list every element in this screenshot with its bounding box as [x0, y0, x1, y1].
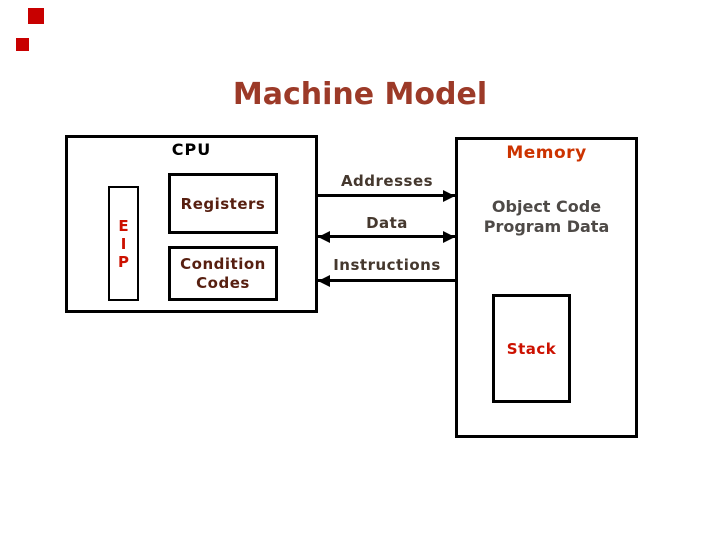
- decoration-square-top: [28, 8, 44, 24]
- addresses-bus-label: Addresses: [340, 172, 434, 190]
- instructions-arrowhead-left-icon: [318, 274, 330, 287]
- memory-content-line-1: Object Code: [491, 197, 602, 216]
- condition-codes-line-2: Codes: [196, 273, 250, 292]
- data-arrowhead-left-icon: [318, 230, 330, 243]
- condition-codes-line-1: Condition: [180, 254, 266, 273]
- eip-letter-p: P: [118, 252, 129, 271]
- slide-title: Machine Model: [232, 77, 488, 112]
- instructions-bus-label: Instructions: [333, 256, 441, 274]
- data-bus-line: [318, 235, 456, 238]
- eip-register-box: E I P: [108, 186, 139, 301]
- decoration-square-bottom: [16, 38, 29, 51]
- registers-box: Registers: [168, 173, 278, 234]
- data-arrowhead-right-icon: [443, 230, 455, 243]
- instructions-bus-line: [318, 279, 456, 282]
- registers-label: Registers: [180, 194, 266, 213]
- cpu-label: CPU: [171, 140, 212, 159]
- eip-letter-e: E: [118, 216, 129, 235]
- stack-box: Stack: [492, 294, 571, 403]
- data-bus-label: Data: [366, 214, 408, 232]
- memory-label: Memory: [506, 143, 587, 163]
- stack-label: Stack: [506, 339, 557, 358]
- addresses-arrowhead-right-icon: [443, 189, 455, 202]
- memory-content-line-2: Program Data: [483, 217, 610, 236]
- addresses-bus-line: [318, 194, 456, 197]
- condition-codes-box: Condition Codes: [168, 246, 278, 301]
- memory-contents: Object Code Program Data: [455, 197, 638, 237]
- eip-letter-i: I: [120, 234, 127, 253]
